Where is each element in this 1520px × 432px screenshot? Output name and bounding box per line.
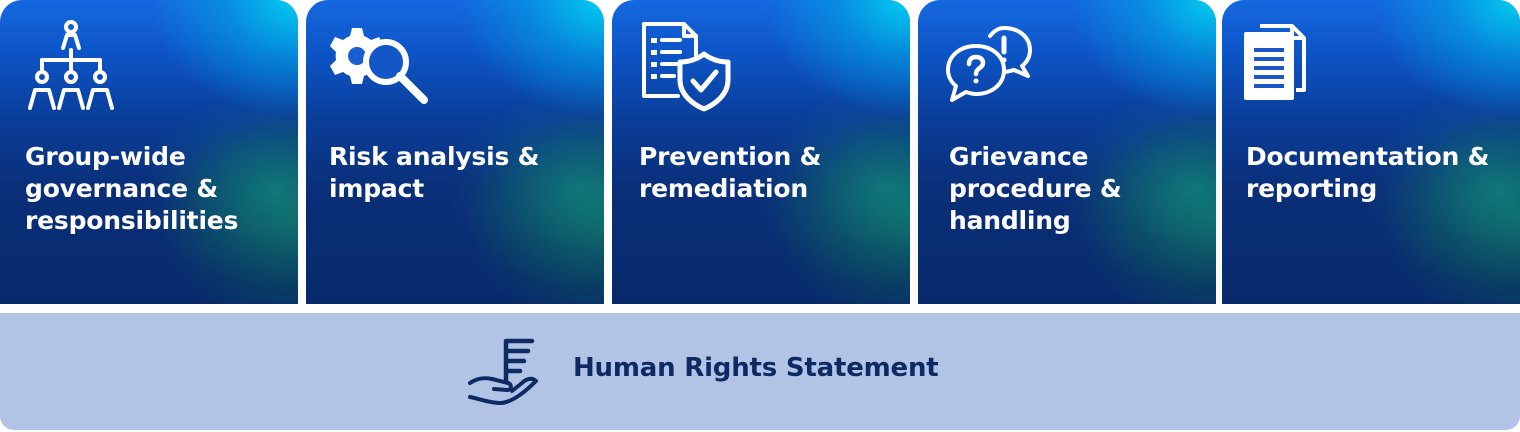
pillar-label: Risk analysis & impact	[329, 142, 540, 203]
org-chart-icon	[26, 20, 116, 112]
speech-bubbles-icon	[946, 24, 1038, 104]
pillar-card-documentation: Documentation & reporting	[1222, 0, 1520, 304]
foundation-bar: Human Rights Statement	[0, 313, 1520, 430]
pillar-card-governance: Group-wide governance & responsibilities	[0, 0, 298, 304]
documents-icon	[1244, 22, 1310, 102]
pillar-label: Documentation & reporting	[1246, 142, 1490, 203]
foundation-label: Human Rights Statement	[573, 353, 939, 383]
pillar-label: Grievance procedure & handling	[949, 142, 1122, 235]
document-shield-icon	[640, 20, 734, 114]
gear-magnifier-icon	[328, 22, 434, 108]
pillar-label: Group-wide governance & responsibilities	[25, 142, 239, 235]
pillar-card-risk-analysis: Risk analysis & impact	[306, 0, 604, 304]
hand-document-icon	[466, 335, 540, 415]
pillar-label: Prevention & remediation	[639, 142, 822, 203]
pillar-card-grievance: Grievance procedure & handling	[918, 0, 1216, 304]
pillar-card-prevention: Prevention & remediation	[612, 0, 910, 304]
pillars-row: Group-wide governance & responsibilities…	[0, 0, 1520, 304]
